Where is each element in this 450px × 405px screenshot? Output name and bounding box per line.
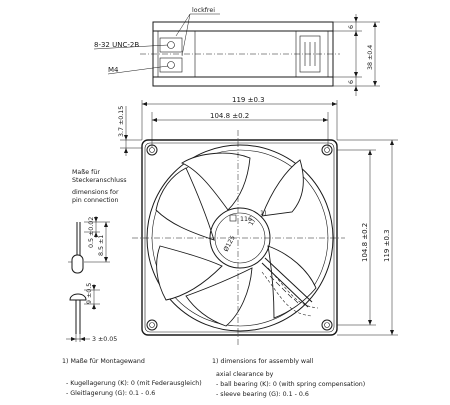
m4-leader — [107, 65, 169, 75]
side-screw-hole-lower — [167, 61, 175, 69]
arrow-9-a — [92, 285, 96, 290]
arrow-six-top-b — [354, 31, 358, 36]
side-housing-outline — [152, 21, 334, 87]
arrow-six-top — [354, 17, 358, 22]
diameter-note: 1) — [248, 218, 257, 227]
m4-label: M4 — [108, 66, 119, 74]
note-right-line2: - sleeve bearing (G): 0.1 - 0.6 — [216, 391, 309, 398]
arrow-height-top — [373, 22, 377, 27]
arrow-six-bottom — [354, 72, 358, 77]
dim-3-text: 3 ±0.05 — [92, 336, 117, 343]
arrow-05-a — [94, 217, 98, 222]
note-right-head: axial clearance by — [216, 371, 274, 378]
connector-title-de-1: Maße für — [72, 169, 100, 176]
mounting-hole-tl — [146, 144, 158, 156]
mounting-hole-tl-inner — [149, 147, 155, 153]
lockfrei-leader-2 — [181, 13, 191, 57]
arrow-w-holes-l — [152, 118, 157, 122]
arrow-85-b — [104, 257, 108, 262]
arrow-3-b — [80, 337, 85, 341]
blade-3 — [155, 167, 215, 241]
lockfrei-label: lockfrei — [192, 7, 215, 14]
side-connector-block — [299, 35, 321, 73]
dim-top-offset-text: 3.7 ±0.15 — [118, 106, 125, 137]
dim-six-top-text: 6 — [348, 25, 355, 29]
notes: 1) Maße für Montagewand - Kugellagerung … — [62, 358, 365, 398]
thread-leader — [93, 44, 169, 50]
mounting-hole-bl — [146, 319, 158, 331]
mounting-hole-tr-inner — [324, 147, 330, 153]
arrow-05-b — [94, 232, 98, 237]
arrow-h-holes-top — [368, 150, 372, 155]
cable-lead-a — [267, 267, 319, 309]
side-boss-upper — [159, 37, 183, 53]
dim-height-outer-text: 119 ±0.3 — [383, 229, 391, 262]
lockfrei-leader-1 — [175, 13, 191, 37]
arrow-h-outer-bottom — [390, 330, 394, 335]
blade-2 — [181, 152, 251, 211]
pin-head — [69, 293, 87, 301]
mounting-hole-br-inner — [324, 322, 330, 328]
dim-width-outer-text: 119 ±0.3 — [232, 96, 265, 104]
side-view: lockfrei 8-32 UNC-2B M4 6 6 38 ±0.4 — [93, 7, 380, 96]
fan-frame-outer — [141, 139, 338, 336]
arrow-top-offset-a — [124, 135, 128, 140]
mounting-hole-br — [321, 319, 333, 331]
arrow-w-holes-r — [323, 118, 328, 122]
pin-tip — [71, 254, 84, 274]
label-116-box — [229, 214, 237, 222]
arrow-85-a — [104, 222, 108, 227]
dim-height-holes-text: 104.8 ±0.2 — [361, 223, 369, 262]
connector-title-en-1: dimensions for — [72, 189, 119, 196]
blade-1 — [261, 159, 304, 217]
arrow-h-outer-top — [390, 140, 394, 145]
connector-title-de-2: Steckeranschluss — [72, 177, 127, 184]
impeller-blades — [155, 152, 317, 327]
arrow-w-outer-l — [142, 102, 147, 106]
arrow-height-bottom — [373, 81, 377, 86]
arrow-w-outer-r — [332, 102, 337, 106]
blade-6 — [267, 245, 317, 319]
fan-frame-inner-edge — [144, 142, 335, 333]
mounting-hole-bl-inner — [149, 322, 155, 328]
mounting-hole-tr — [321, 144, 333, 156]
arrow-top-offset-b — [124, 148, 128, 153]
dim-05-text: 0.5 ±0.02 — [88, 217, 95, 248]
label-116-text: 116 — [240, 216, 252, 223]
arrow-3-a — [71, 337, 76, 341]
side-screw-hole-upper — [167, 41, 175, 49]
side-boss-lower — [159, 57, 183, 73]
blade-4 — [156, 245, 223, 301]
dim-85-text: 8.5 ±1 — [98, 235, 105, 256]
front-view: 119 ±0.3 104.8 ±0.2 3.7 ±0.15 — [118, 96, 398, 345]
cable-channel-a — [264, 257, 313, 303]
cable-channel-b — [261, 262, 309, 308]
note-left-line2: - Gleitlagerung (G): 0.1 - 0.6 — [66, 390, 155, 397]
arrow-six-bottom-b — [354, 86, 358, 91]
thread-label: 8-32 UNC-2B — [94, 41, 139, 49]
label-116-note: 1) — [260, 210, 266, 217]
arrow-9-b — [92, 304, 96, 309]
diameter-text: Ø125 — [222, 234, 237, 253]
arrow-h-holes-bottom — [368, 320, 372, 325]
connector-title-en-2: pin connection — [72, 197, 118, 204]
cable-hatching — [269, 275, 299, 304]
blade-5 — [185, 267, 253, 327]
dim-height-text: 38 ±0.4 — [367, 45, 374, 70]
dim-width-holes-text: 104.8 ±0.2 — [210, 112, 249, 120]
note-left-line1: - Kugellagerung (K): 0 (mit Federausglei… — [66, 380, 202, 387]
note-right-line1: - ball bearing (K): 0 (with spring compe… — [216, 381, 365, 388]
dim-six-bottom-text: 6 — [348, 80, 355, 84]
note-left-title: 1) Maße für Montagewand — [62, 358, 145, 365]
note-right-title: 1) dimensions for assembly wall — [212, 358, 314, 365]
connector-detail: Maße für Steckeranschluss dimensions for… — [66, 169, 127, 343]
side-inner-body — [157, 30, 329, 78]
dim-9-text: 9 ±0.5 — [86, 283, 93, 304]
